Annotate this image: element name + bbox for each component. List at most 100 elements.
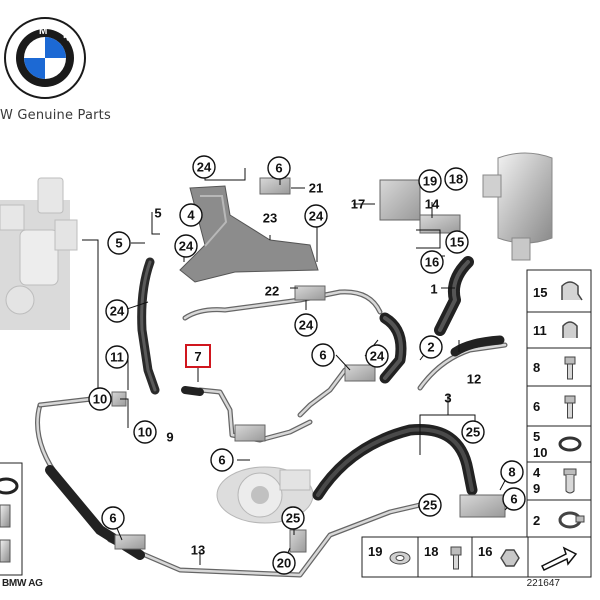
legend-bottom: 19 18 16 bbox=[361, 536, 592, 578]
callout-6[interactable]: 6 bbox=[210, 448, 234, 472]
callout-4[interactable]: 4 bbox=[179, 203, 203, 227]
legend-row-11[interactable]: 11 bbox=[527, 311, 591, 338]
callout-6[interactable]: 6 bbox=[502, 487, 526, 511]
callout-15[interactable]: 15 bbox=[445, 230, 469, 254]
callout-label: 20 bbox=[277, 556, 291, 571]
legend-cell-arrow[interactable] bbox=[527, 537, 578, 577]
callout-23[interactable]: 23 bbox=[263, 211, 277, 226]
legend-cell-18[interactable]: 18 bbox=[417, 537, 462, 577]
legend-number-2: 10 bbox=[533, 445, 547, 460]
callout-16[interactable]: 16 bbox=[420, 250, 444, 274]
legend-row-5[interactable]: 510 bbox=[527, 425, 591, 460]
callout-20[interactable]: 20 bbox=[272, 551, 296, 575]
legend-cell-19[interactable]: 19 bbox=[368, 544, 411, 565]
legend-number-2: 9 bbox=[533, 481, 540, 496]
legend-row-4[interactable]: 49 bbox=[527, 461, 591, 496]
hex-bolt-icon bbox=[564, 395, 576, 419]
legend-number: 5 bbox=[533, 429, 540, 444]
callout-label: 16 bbox=[425, 255, 439, 270]
legend-row-8[interactable]: 8 bbox=[527, 347, 591, 380]
callout-19[interactable]: 19 bbox=[418, 169, 442, 193]
leader-lines bbox=[82, 168, 515, 565]
callout-circle bbox=[105, 299, 129, 323]
legend-row-6[interactable]: 6 bbox=[527, 385, 591, 419]
legend-number: 6 bbox=[533, 399, 540, 414]
callout-label: 6 bbox=[218, 453, 225, 468]
legend-cell-16[interactable]: 16 bbox=[471, 537, 520, 577]
heat-shield-23 bbox=[179, 185, 319, 283]
banjo-bolt-icon bbox=[563, 468, 577, 494]
callout-5[interactable]: 5 bbox=[154, 206, 161, 221]
callout-3[interactable]: 3 bbox=[444, 391, 451, 406]
callout-label: 6 bbox=[109, 511, 116, 526]
callout-circle bbox=[304, 204, 328, 228]
callout-label: 25 bbox=[423, 498, 437, 513]
callout-circle bbox=[420, 250, 444, 274]
seal-ring-icon bbox=[0, 477, 19, 495]
callout-label: 6 bbox=[275, 161, 282, 176]
highlight-box bbox=[185, 344, 211, 368]
logo-quadrant-blue-1 bbox=[45, 37, 66, 58]
callout-label: 6 bbox=[510, 492, 517, 507]
callout-12[interactable]: 12 bbox=[467, 372, 481, 387]
callout-5[interactable]: 5 bbox=[107, 231, 131, 255]
bmw-logo: B M W bbox=[4, 17, 86, 99]
callout-label: 24 bbox=[309, 209, 324, 224]
callout-circle bbox=[88, 387, 112, 411]
callout-17[interactable]: 17 bbox=[351, 197, 365, 212]
callout-18[interactable]: 18 bbox=[444, 167, 468, 191]
callouts-plain: 21 23 17 14 5 22 1 12 9 3 13 bbox=[154, 181, 481, 558]
callout-6[interactable]: 6 bbox=[267, 156, 291, 180]
callout-label: 18 bbox=[449, 172, 463, 187]
callout-label: 8 bbox=[508, 465, 515, 480]
brand-tagline: W Genuine Parts bbox=[0, 108, 111, 123]
legend-row-15[interactable]: 15 bbox=[533, 281, 583, 301]
callout-24[interactable]: 24 bbox=[105, 299, 129, 323]
highlighted-callout[interactable]: 7 bbox=[185, 344, 211, 368]
callout-label: 2 bbox=[427, 340, 434, 355]
callout-24[interactable]: 24 bbox=[304, 204, 328, 228]
callout-1[interactable]: 1 bbox=[430, 282, 437, 297]
callout-6[interactable]: 6 bbox=[101, 506, 125, 530]
callout-circle bbox=[179, 203, 203, 227]
callout-label: 10 bbox=[138, 425, 152, 440]
highlighted-callout-label: 7 bbox=[194, 349, 201, 364]
callout-22[interactable]: 22 bbox=[265, 284, 279, 299]
logo-quadrant-blue-2 bbox=[24, 58, 45, 79]
callout-24[interactable]: 24 bbox=[294, 313, 318, 337]
direction-arrow-icon bbox=[540, 546, 578, 571]
nut-icon bbox=[500, 549, 520, 567]
callout-10[interactable]: 10 bbox=[133, 420, 157, 444]
legend-number: 2 bbox=[533, 513, 540, 528]
logo-letter-m: M bbox=[39, 26, 47, 37]
callout-10[interactable]: 10 bbox=[88, 387, 112, 411]
callout-24[interactable]: 24 bbox=[174, 234, 198, 258]
callout-8[interactable]: 8 bbox=[500, 460, 524, 484]
callout-2[interactable]: 2 bbox=[419, 335, 443, 359]
diagram-number: 221647 bbox=[526, 578, 560, 589]
callout-circle bbox=[210, 448, 234, 472]
callout-13[interactable]: 13 bbox=[191, 543, 205, 558]
callout-14[interactable]: 14 bbox=[425, 197, 440, 212]
callout-label: 24 bbox=[370, 349, 385, 364]
callout-9[interactable]: 9 bbox=[166, 430, 173, 445]
legend-number: 16 bbox=[478, 544, 492, 559]
callout-circle bbox=[461, 420, 485, 444]
callout-25[interactable]: 25 bbox=[461, 420, 485, 444]
callout-25[interactable]: 25 bbox=[281, 506, 305, 530]
callout-circle bbox=[192, 155, 216, 179]
callout-label: 24 bbox=[179, 239, 194, 254]
callout-6[interactable]: 6 bbox=[311, 343, 335, 367]
seal-ring-icon bbox=[558, 436, 582, 452]
callout-24[interactable]: 24 bbox=[365, 344, 389, 368]
steering-gear bbox=[0, 177, 78, 330]
callout-11[interactable]: 11 bbox=[105, 345, 129, 369]
legend-row-2[interactable]: 2 bbox=[527, 499, 591, 529]
callout-24[interactable]: 24 bbox=[192, 155, 216, 179]
callout-25[interactable]: 25 bbox=[418, 493, 442, 517]
callout-21[interactable]: 21 bbox=[309, 181, 323, 196]
callout-label: 25 bbox=[286, 511, 300, 526]
bolt-icon bbox=[0, 504, 11, 528]
